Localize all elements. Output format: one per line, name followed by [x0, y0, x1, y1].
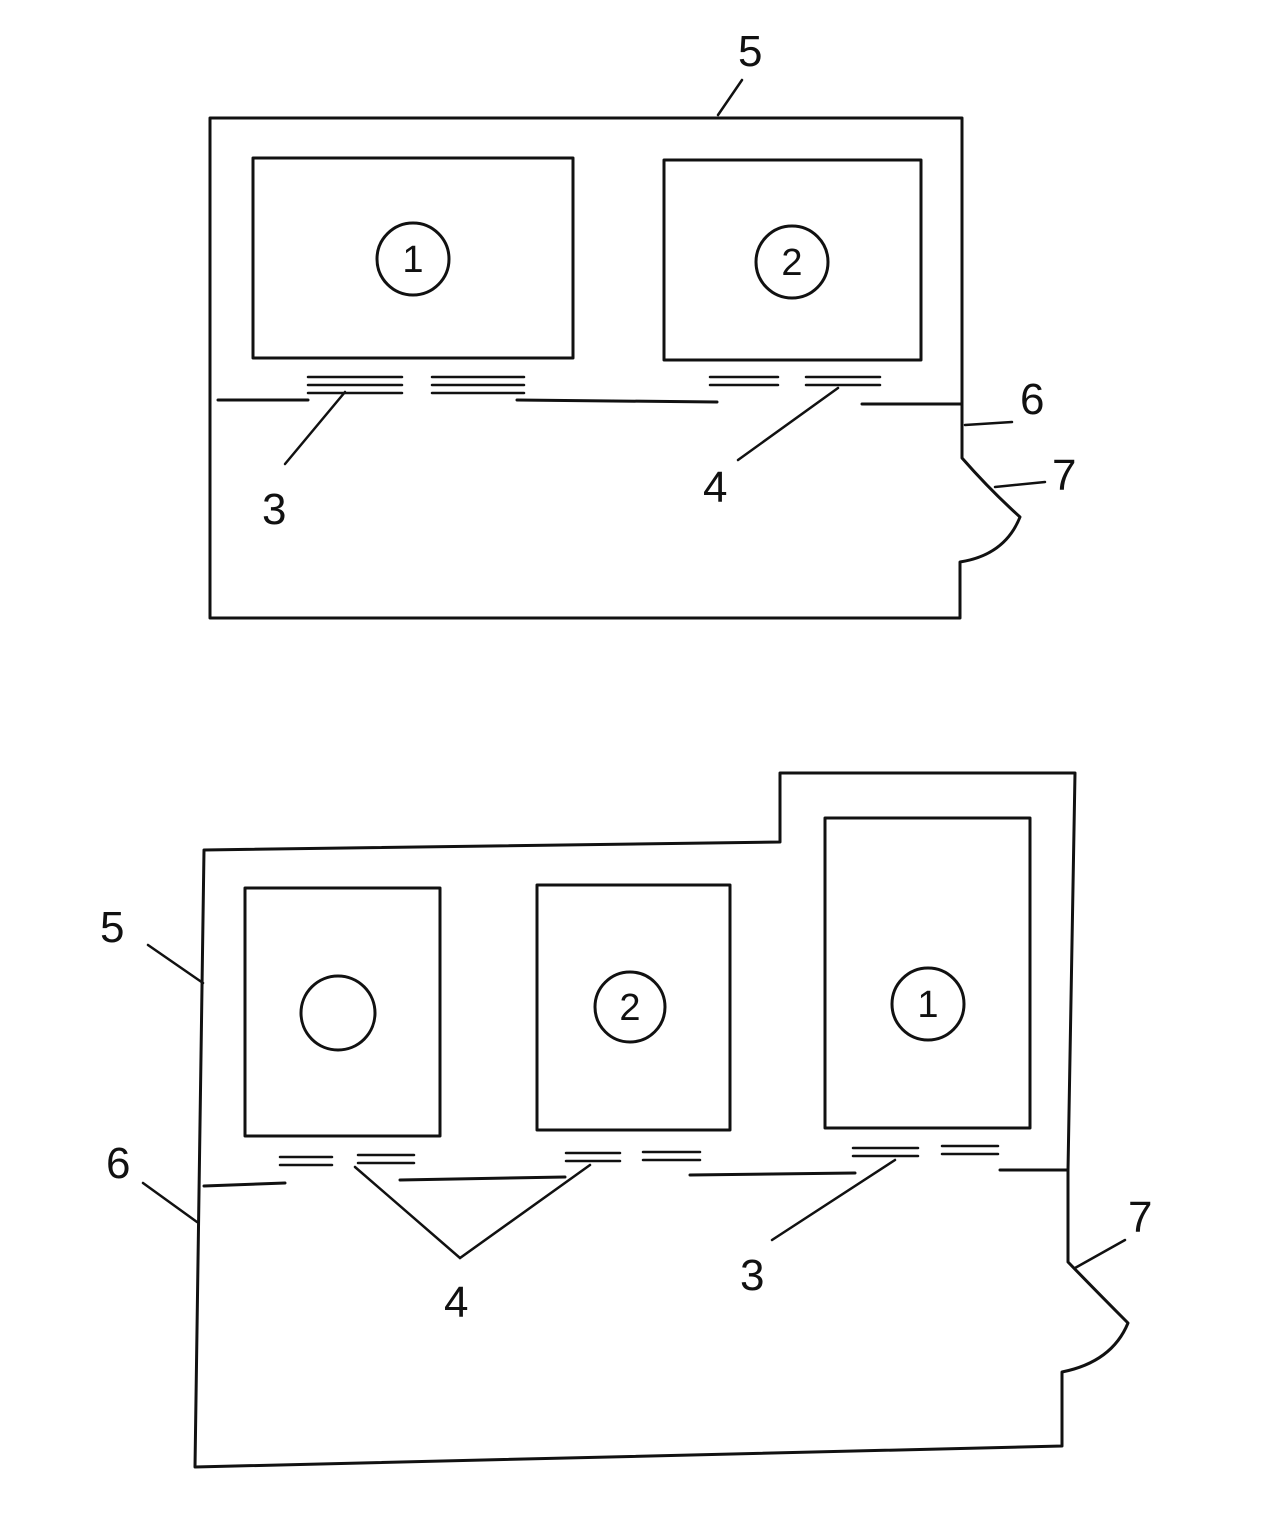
top-ref-outline: 5 — [738, 27, 762, 76]
top-figure: 1 2 5 3 4 6 7 — [208, 27, 1076, 620]
top-contacts-cell-1 — [306, 375, 526, 395]
bottom-leader-4 — [353, 1163, 592, 1260]
bottom-cell-2-marker: 2 — [619, 987, 640, 1029]
top-leader-5 — [716, 78, 744, 117]
bottom-leader-7 — [1073, 1238, 1127, 1270]
top-cell-2-marker-circle — [754, 224, 830, 300]
bottom-separator-mid1 — [398, 1175, 567, 1182]
top-contacts-cell-2 — [708, 375, 882, 387]
bottom-cell-2 — [535, 883, 732, 1132]
bottom-cell-1-marker: 1 — [917, 984, 938, 1026]
top-leader-4 — [736, 386, 840, 462]
bottom-ref-edge: 6 — [106, 1139, 130, 1188]
top-cell-1-marker-circle — [375, 221, 451, 297]
bottom-ref-notch: 7 — [1128, 1193, 1152, 1242]
top-separator-mid — [515, 398, 719, 404]
bottom-cell-0 — [243, 886, 442, 1138]
bottom-separator-left — [202, 1181, 287, 1188]
bottom-contacts-cell-0 — [278, 1153, 416, 1167]
bottom-ref-contacts-right: 3 — [740, 1251, 764, 1300]
top-ref-contacts-left: 3 — [262, 485, 286, 534]
bottom-ref-outline: 5 — [100, 903, 124, 952]
bottom-leader-3 — [770, 1158, 897, 1242]
bottom-figure: 2 1 5 6 4 — [100, 771, 1152, 1469]
bottom-contacts-cell-2 — [564, 1150, 702, 1163]
top-ref-edge: 6 — [1020, 375, 1044, 424]
top-cell-1-marker: 1 — [402, 239, 423, 281]
bottom-contacts-cell-1 — [851, 1144, 1000, 1158]
top-leader-7 — [993, 480, 1047, 489]
top-leader-6 — [963, 420, 1014, 427]
bottom-cell-1 — [823, 816, 1032, 1130]
top-card-outline — [208, 116, 1022, 620]
bottom-separator-mid2 — [688, 1171, 857, 1177]
top-cell-2-marker: 2 — [781, 242, 802, 284]
bottom-leader-5 — [146, 943, 205, 985]
top-ref-notch: 7 — [1052, 451, 1076, 500]
top-cell-2 — [662, 158, 923, 362]
top-leader-3 — [283, 390, 347, 466]
top-cell-1 — [251, 156, 575, 360]
bottom-leader-6 — [141, 1181, 199, 1224]
top-ref-contacts-right: 4 — [703, 463, 727, 512]
bottom-cell-0-marker-circle — [299, 974, 377, 1052]
bottom-card-outline — [193, 771, 1130, 1469]
bottom-cell-1-marker-circle — [890, 966, 966, 1042]
bottom-cell-2-marker-circle — [593, 970, 667, 1044]
bottom-ref-contacts-group: 4 — [444, 1278, 468, 1327]
